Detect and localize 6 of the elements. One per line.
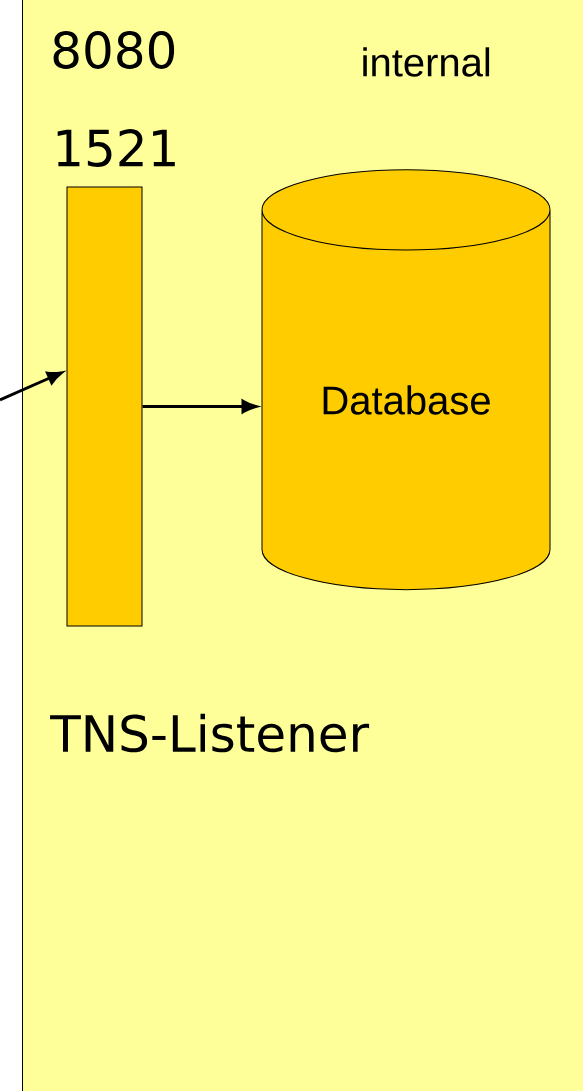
port-label: 8080 <box>53 31 175 69</box>
database-cylinder: Database <box>261 169 551 591</box>
port-label: TNS-Listener <box>50 713 370 753</box>
port-label: 1521 <box>57 129 175 167</box>
listener-bar <box>66 186 143 627</box>
zone-label: internal <box>363 47 490 77</box>
